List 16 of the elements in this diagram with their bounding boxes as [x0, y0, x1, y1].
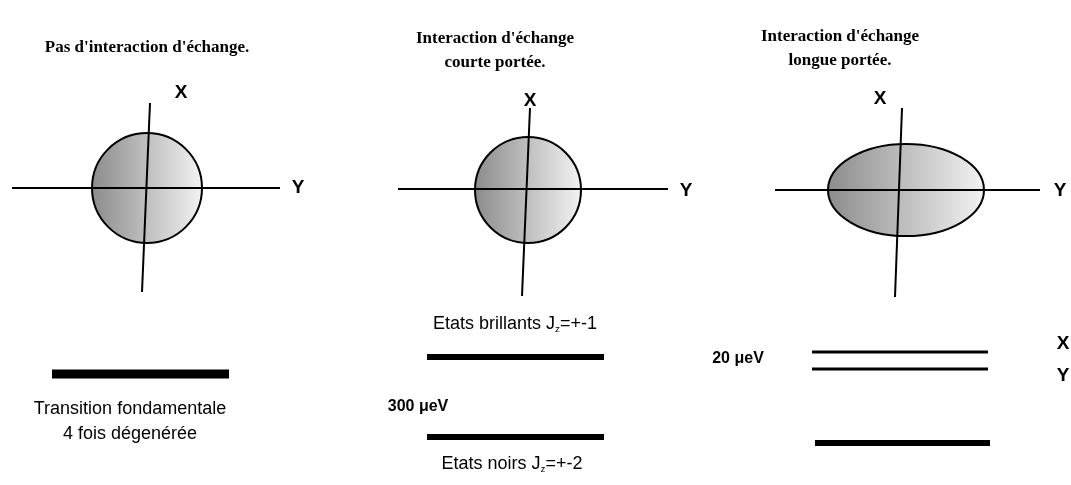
panel-heading: Interaction d'échange courte portée. — [414, 27, 576, 73]
axis-label: X — [523, 89, 537, 111]
panel-heading: Interaction d'échange longue portée. — [759, 25, 921, 71]
level-label: Etats noirs J$_{z}$=+-2 — [441, 452, 583, 476]
energy-splitting-label: 20 μeV — [712, 349, 764, 367]
polarization-label: Y — [1056, 364, 1070, 386]
axis-label: Y — [679, 179, 693, 201]
axis-label: X — [873, 87, 887, 109]
polarization-label: X — [1056, 332, 1070, 354]
level-label: Etats brillants J$_{z}$=+-1 — [433, 312, 597, 336]
level-label: Transition fondamentale 4 fois dégenérée — [32, 397, 228, 445]
axis-label: Y — [291, 176, 305, 198]
panel-heading: Pas d'interaction d'échange. — [43, 36, 251, 58]
energy-splitting-label: 300 μeV — [387, 397, 449, 415]
axis-label: Y — [1053, 179, 1067, 201]
axis-label: X — [174, 81, 188, 103]
